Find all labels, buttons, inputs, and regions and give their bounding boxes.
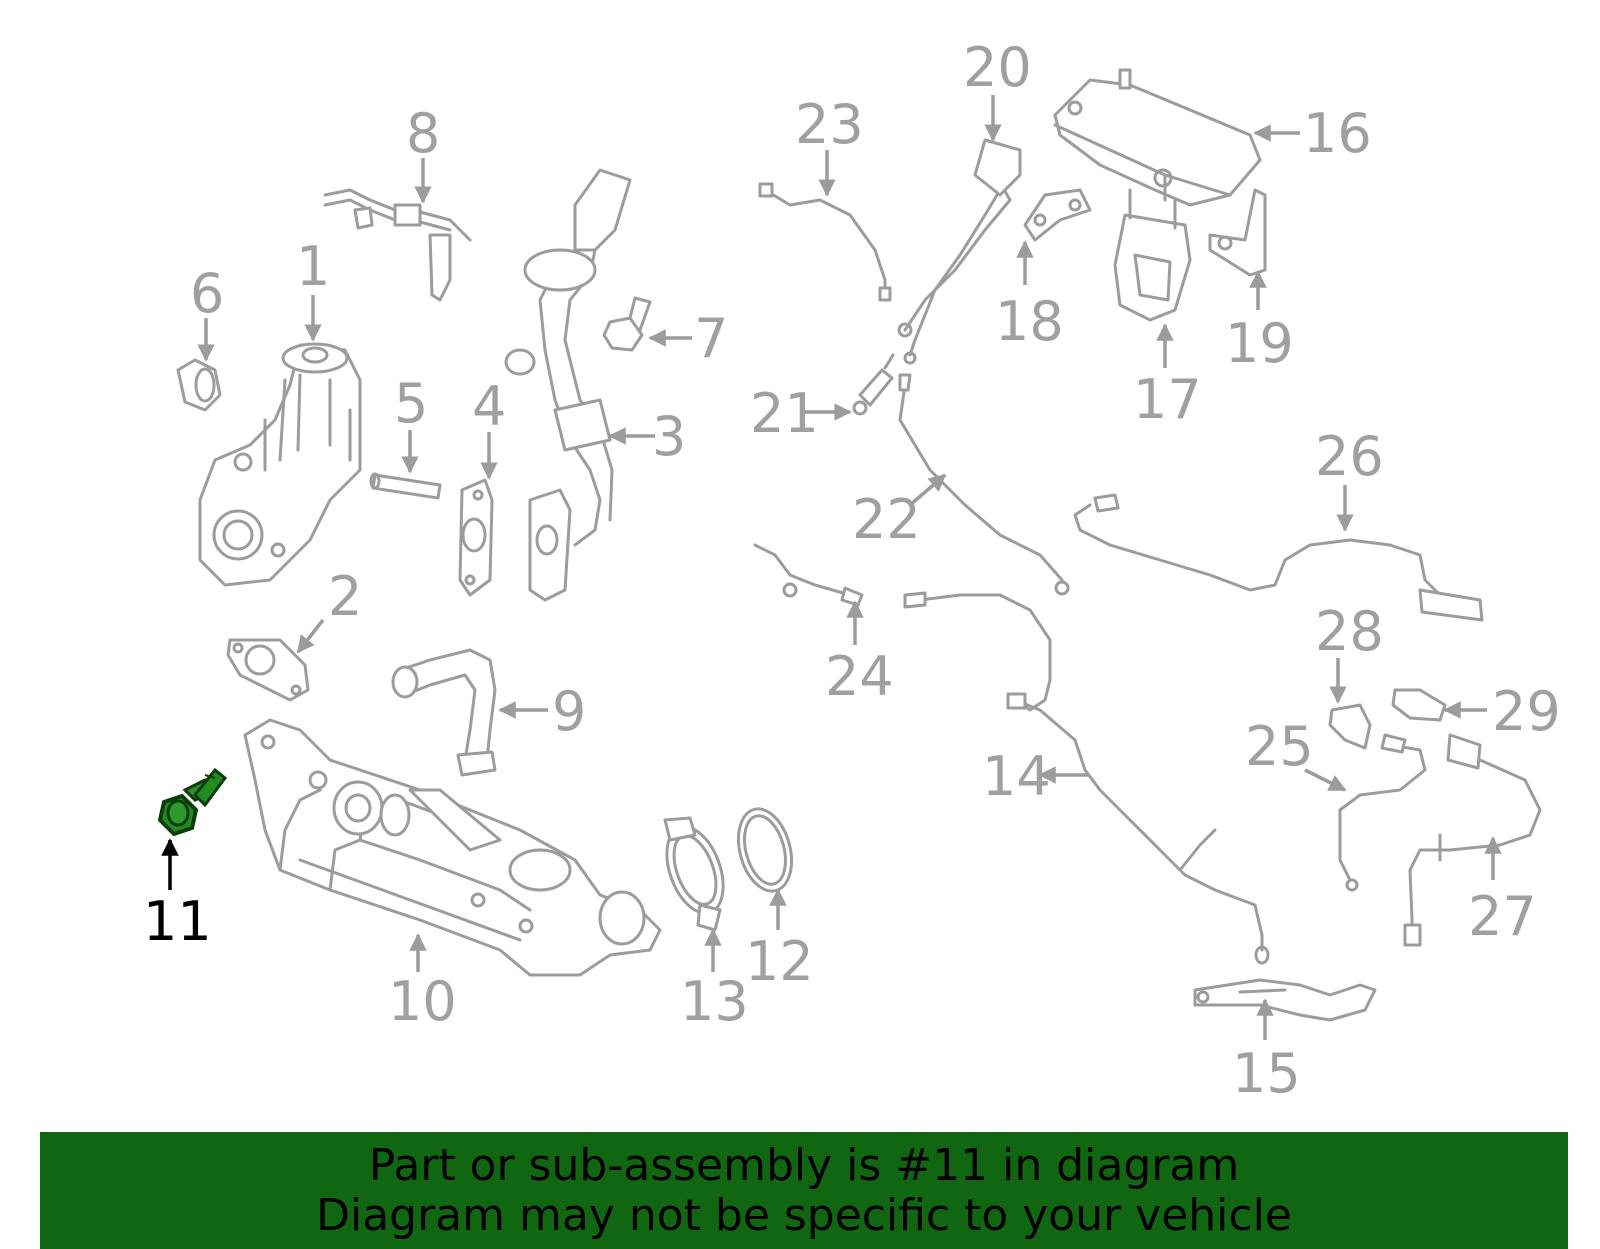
callout-18: 18 — [995, 290, 1064, 353]
callout-22: 22 — [852, 488, 921, 551]
callout-28: 28 — [1315, 600, 1384, 663]
callout-14: 14 — [982, 745, 1051, 808]
part-13-clamp — [663, 816, 725, 932]
part-15-bracket — [1193, 978, 1377, 1022]
callout-11: 11 — [143, 890, 212, 953]
part-9-hose — [391, 648, 497, 777]
leader-arrows — [161, 95, 1502, 1040]
part-17-bracket — [1113, 188, 1192, 322]
callout-10: 10 — [388, 970, 457, 1033]
banner-line-disclaimer: Diagram may not be specific to your vehi… — [316, 1189, 1292, 1241]
callout-2: 2 — [328, 565, 362, 628]
callout-19: 19 — [1225, 312, 1294, 375]
part-4-gasket — [458, 478, 494, 597]
callout-24: 24 — [825, 645, 894, 708]
part-26-harness — [1073, 493, 1484, 622]
callout-5: 5 — [394, 372, 428, 435]
callout-16: 16 — [1303, 102, 1372, 165]
part-6-nut — [176, 358, 222, 412]
part-7-bolt — [602, 296, 652, 352]
part-16-module — [1053, 68, 1262, 207]
part-28-connector — [1328, 703, 1372, 750]
part-24-sensor — [753, 543, 864, 607]
banner-line-part-number: Part or sub-assembly is #11 in diagram — [368, 1139, 1240, 1191]
callout-17: 17 — [1133, 368, 1202, 431]
part-27-sensor — [1403, 733, 1542, 947]
callout-numbers: 1 2 3 4 5 6 7 8 9 10 11 12 13 14 15 16 1… — [143, 36, 1561, 1105]
part-1-egr-valve — [198, 342, 362, 587]
part-18-bracket — [1023, 188, 1092, 242]
parts-diagram: 1 2 3 4 5 6 7 8 9 10 11 12 13 14 15 16 1… — [143, 36, 1561, 1105]
callout-9: 9 — [552, 680, 586, 743]
part-12-ring-gasket — [737, 807, 793, 893]
part-22-tube — [898, 373, 1070, 596]
callout-20: 20 — [963, 36, 1032, 99]
callout-12: 12 — [745, 930, 814, 993]
callout-23: 23 — [795, 93, 864, 156]
part-25-sensor — [1338, 733, 1427, 892]
part-20-pipe — [897, 138, 1022, 365]
callout-8: 8 — [406, 102, 440, 165]
part-10-egr-cooler — [243, 718, 662, 977]
part-5-stud — [369, 472, 442, 500]
part-21-connector — [852, 353, 895, 416]
part-11-bolt — [157, 767, 228, 837]
callout-4: 4 — [472, 375, 506, 438]
callout-29: 29 — [1492, 680, 1561, 743]
callout-13: 13 — [680, 970, 749, 1033]
callout-25: 25 — [1245, 715, 1314, 778]
callout-15: 15 — [1232, 1042, 1301, 1105]
part-8-sensor — [323, 188, 472, 302]
part-3-egr-pipe — [504, 168, 632, 602]
part-29-connector — [1391, 688, 1447, 722]
part-19-bracket — [1208, 188, 1267, 277]
callout-21: 21 — [750, 382, 819, 445]
part-14-harness — [903, 591, 1270, 965]
info-banner: Part or sub-assembly is #11 in diagram D… — [40, 1132, 1568, 1249]
callout-27: 27 — [1468, 885, 1537, 948]
part-2-gasket — [226, 638, 310, 702]
callout-6: 6 — [190, 262, 224, 325]
callout-7: 7 — [694, 307, 728, 370]
part-23-sensor — [758, 182, 892, 302]
callout-1: 1 — [296, 235, 330, 298]
callout-26: 26 — [1315, 425, 1384, 488]
callout-3: 3 — [652, 405, 686, 468]
